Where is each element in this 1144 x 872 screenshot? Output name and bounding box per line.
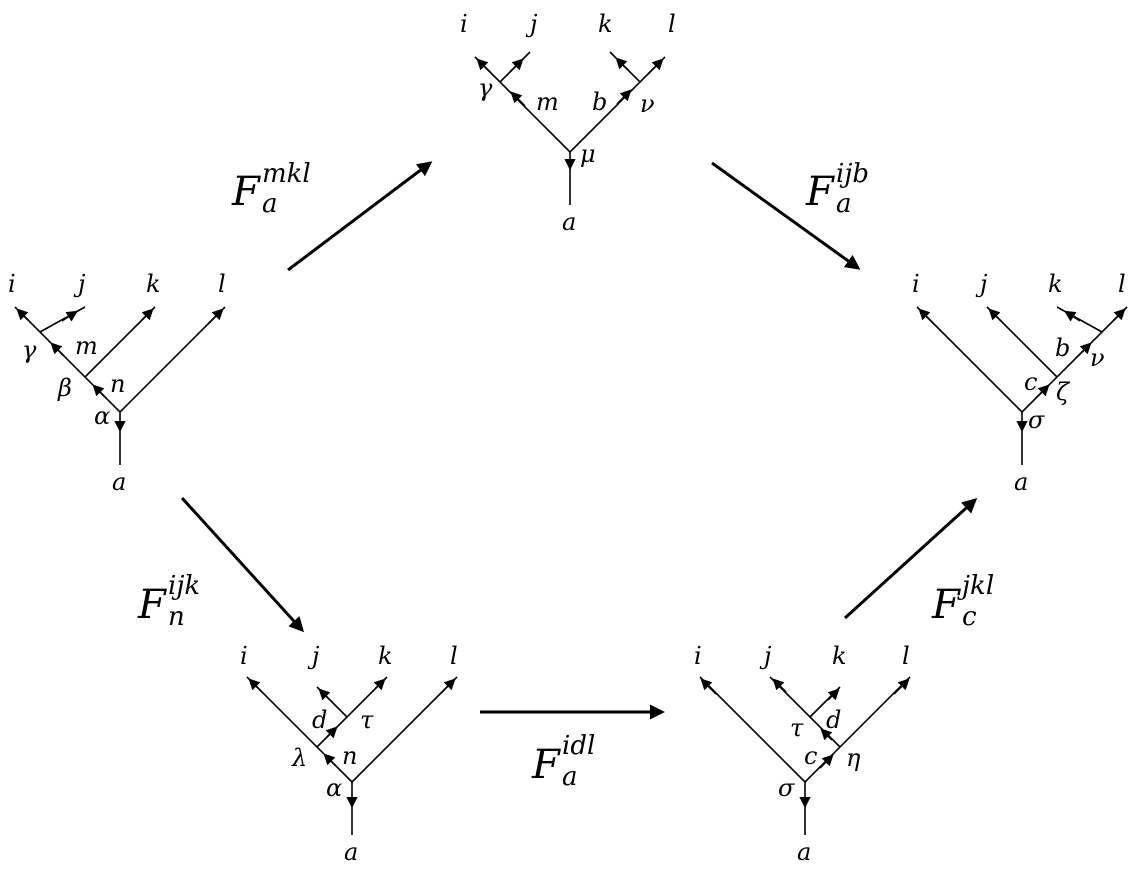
left-leaf-i: i — [8, 270, 16, 298]
tree-right: i j k l b ν c ζ σ a — [912, 270, 1128, 496]
move-label-top-right: F ijb a — [805, 159, 869, 219]
bl-leaf-i: i — [240, 642, 248, 670]
br-vertex-tau: τ — [790, 714, 804, 742]
bl-leaf-j: j — [307, 642, 320, 670]
right-vertex-zeta: ζ — [1056, 378, 1071, 406]
top-leaf-l: l — [668, 10, 676, 38]
arrow-left-to-bottom-left — [180, 496, 305, 633]
f-symbol: F — [137, 582, 167, 628]
top-leaf-i: i — [460, 10, 468, 38]
br-leaf-k: k — [832, 642, 847, 670]
tree-bottom-left: i j k l d τ λ n α a — [240, 642, 458, 866]
bl-vertex-tau: τ — [360, 706, 374, 734]
right-vertex-sigma: σ — [1028, 406, 1045, 434]
left-root: a — [112, 468, 126, 496]
top-root: a — [562, 208, 576, 236]
br-label-d: d — [826, 706, 841, 734]
br-leaf-l: l — [902, 642, 910, 670]
br-label-c: c — [804, 742, 817, 770]
f-symbol: F — [231, 169, 261, 215]
right-label-c: c — [1024, 368, 1037, 396]
top-vertex-mu: μ — [580, 140, 596, 168]
arrow-top-to-right — [711, 161, 861, 270]
top-label-m: m — [536, 88, 559, 116]
bl-label-n: n — [342, 742, 357, 770]
f-superscript: mkl — [262, 159, 311, 189]
right-leaf-k: k — [1048, 270, 1063, 298]
top-label-b: b — [592, 88, 607, 116]
bl-leaf-k: k — [378, 642, 393, 670]
left-vertex-beta: β — [57, 374, 72, 402]
left-label-n: n — [110, 370, 125, 398]
f-subscript: a — [836, 189, 852, 219]
br-root: a — [797, 838, 811, 866]
move-label-bottom-right: F jkl c — [931, 571, 994, 632]
left-vertex-gamma: γ — [22, 336, 37, 364]
top-vertex-nu: ν — [640, 90, 655, 118]
move-label-top-left: F mkl a — [231, 159, 311, 219]
tree-bottom-right: i j k l τ d c η σ a — [694, 642, 911, 866]
right-leaf-i: i — [912, 270, 920, 298]
br-vertex-sigma: σ — [778, 774, 795, 802]
f-symbol: F — [531, 742, 561, 788]
top-vertex-gamma: γ — [478, 74, 493, 102]
f-subscript: a — [562, 762, 578, 792]
left-leaf-k: k — [146, 270, 161, 298]
move-label-bottom-mid: F idl a — [531, 731, 595, 792]
f-symbol: F — [931, 582, 961, 628]
bl-leaf-l: l — [450, 642, 458, 670]
left-label-m: m — [75, 332, 98, 360]
move-arrows — [180, 161, 978, 720]
top-leaf-k: k — [598, 10, 613, 38]
left-leaf-j: j — [73, 270, 86, 298]
bl-vertex-lambda: λ — [291, 744, 307, 772]
bl-vertex-alpha: α — [326, 774, 342, 802]
right-leaf-l: l — [1118, 270, 1126, 298]
f-superscript: ijk — [168, 571, 200, 601]
move-label-bottom-left: F ijk n — [137, 571, 200, 632]
f-subscript: c — [962, 602, 977, 632]
arrow-left-to-top — [287, 161, 433, 272]
br-leaf-i: i — [694, 642, 702, 670]
right-leaf-j: j — [975, 270, 988, 298]
right-vertex-nu: ν — [1090, 344, 1105, 372]
bl-label-d: d — [312, 706, 327, 734]
bl-root: a — [344, 838, 358, 866]
right-root: a — [1014, 468, 1028, 496]
f-superscript: idl — [562, 731, 595, 761]
f-superscript: ijb — [836, 159, 869, 189]
f-subscript: n — [168, 602, 185, 632]
f-symbol: F — [805, 169, 835, 215]
left-vertex-alpha: α — [94, 402, 110, 430]
br-leaf-j: j — [759, 642, 772, 670]
arrow-bottom-right-to-right — [843, 497, 978, 620]
br-vertex-eta: η — [846, 744, 861, 772]
left-leaf-l: l — [218, 270, 226, 298]
right-label-b: b — [1055, 334, 1070, 362]
f-superscript: jkl — [957, 571, 994, 601]
top-leaf-j: j — [525, 10, 538, 38]
tree-left: i j k l γ m β n α a — [8, 270, 226, 496]
tree-top: i j k l γ m b ν μ a — [460, 10, 676, 236]
f-subscript: a — [262, 189, 278, 219]
